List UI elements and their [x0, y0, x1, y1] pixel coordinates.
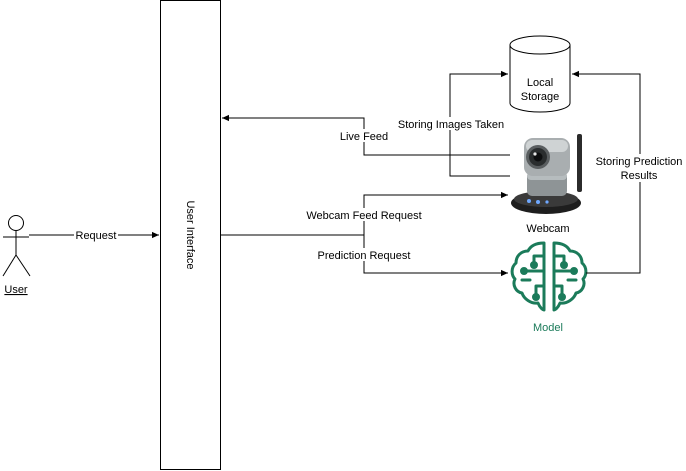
model-node[interactable]: Model	[510, 241, 588, 334]
user-leg-right	[15, 254, 31, 277]
local-storage-node[interactable]: Local Storage	[509, 35, 571, 113]
storing-predictions-label-line2: Results	[621, 170, 658, 182]
prediction-request-arrow	[363, 235, 508, 277]
storage-body	[509, 45, 571, 113]
webcam-icon	[511, 134, 582, 214]
storing-predictions-label-bg	[592, 154, 686, 182]
edge-storing-images: Storing Images Taken	[397, 70, 510, 177]
edge-live-feed: Live Feed	[222, 114, 510, 156]
model-label: Model	[533, 322, 563, 334]
storage-top	[509, 35, 571, 55]
webcam-label: Webcam	[526, 223, 569, 235]
user-interface-box	[160, 0, 221, 470]
live-feed-label-bg	[338, 129, 390, 142]
prediction-request-label: Prediction Request	[318, 250, 411, 262]
user-interface-node[interactable]: User Interface	[160, 0, 221, 470]
request-label-bg	[74, 228, 118, 241]
user-head	[8, 215, 24, 231]
user-interface-label: User Interface	[184, 200, 196, 269]
brain-icon	[510, 241, 588, 312]
webcam-feed-request-arrow	[363, 191, 508, 235]
storage-label-line2: Storage	[521, 91, 560, 103]
prediction-request-label-bg	[314, 248, 414, 261]
storing-images-label-bg	[397, 117, 505, 130]
storing-predictions-label-line1: Storing Prediction	[596, 156, 683, 168]
storage-label-line1: Local	[527, 77, 553, 89]
storing-images-label: Storing Images Taken	[398, 119, 504, 131]
live-feed-label: Live Feed	[340, 131, 388, 143]
edge-request: Request	[29, 228, 159, 242]
user-leg-left	[2, 254, 17, 277]
edge-storing-predictions: Storing Prediction Results	[572, 70, 686, 274]
request-label: Request	[76, 230, 117, 242]
webcam-node[interactable]: Webcam	[511, 134, 582, 235]
user-label: User	[4, 284, 28, 296]
webcam-feed-request-label: Webcam Feed Request	[306, 210, 421, 222]
edge-prediction-request: Prediction Request	[314, 235, 508, 277]
webcam-feed-request-label-bg	[304, 208, 424, 221]
user-actor[interactable]: User	[2, 215, 31, 297]
edge-webcam-feed-request: Webcam Feed Request	[304, 191, 508, 235]
